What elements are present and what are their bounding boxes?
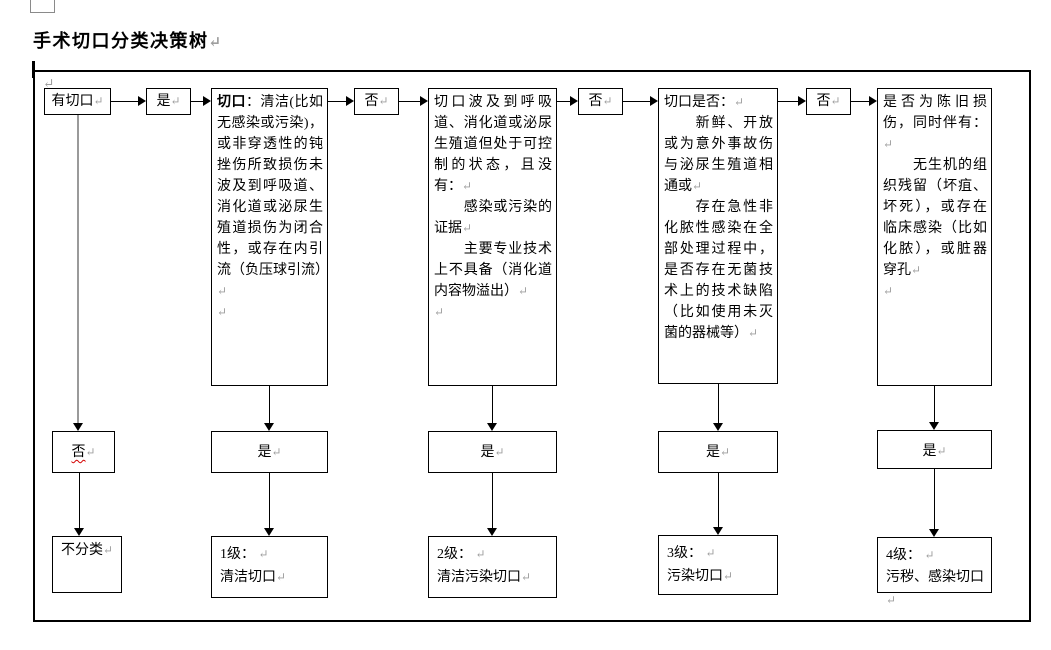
- arrowhead-right-icon: [138, 96, 146, 106]
- arrowhead-right-icon: [650, 96, 658, 106]
- level-4-name: 污秽、感染切口↵: [886, 570, 984, 607]
- arrowhead-down-icon: [264, 423, 274, 431]
- arrowhead-right-icon: [203, 96, 211, 106]
- flowchart-frame[interactable]: [33, 70, 1031, 622]
- arrow-yes-d1: [191, 101, 204, 102]
- level-2-label: 2级： ↵: [437, 547, 486, 562]
- arrow-d3-yes: [718, 384, 719, 423]
- level-1-label: 1级： ↵: [220, 547, 269, 562]
- arrowhead-right-icon: [420, 96, 428, 106]
- decision-box-1-bold: 切口: [217, 95, 246, 110]
- level-2-name: 清洁污染切口↵: [437, 570, 531, 585]
- decision-box-4[interactable]: 是否为陈旧损伤，同时伴有：↵ 无生机的组织残留（坏疽、坏死），或存在临床感染（比…: [877, 88, 992, 386]
- arrow-d2-no2: [557, 101, 571, 102]
- arrowhead-down-icon: [74, 528, 84, 536]
- node-no-1[interactable]: 否↵: [354, 88, 399, 115]
- decision-box-2[interactable]: 切口波及到呼吸道、消化道或泌尿生殖道但处于可控制的状态，且没有：↵ 感染或污染的…: [428, 88, 557, 386]
- arrowhead-down-icon: [929, 422, 939, 430]
- node-no-3[interactable]: 否↵: [806, 88, 851, 115]
- node-yes-2[interactable]: 是↵: [428, 431, 557, 473]
- arrowhead-down-icon: [713, 423, 723, 431]
- arrow-no1-d2: [399, 101, 421, 102]
- arrow-yes-level4: [934, 469, 935, 529]
- arrow-d1-no1: [328, 101, 347, 102]
- arrow-no-notclassified: [79, 473, 80, 528]
- page-title: 手术切口分类决策树↵: [33, 27, 223, 53]
- level-3-label: 3级： ↵: [667, 546, 716, 561]
- arrowhead-down-icon: [487, 528, 497, 536]
- arrowhead-right-icon: [346, 96, 354, 106]
- node-no-left-text: 否: [71, 445, 86, 460]
- cropped-box-fragment: [30, 0, 55, 13]
- arrowhead-down-icon: [929, 529, 939, 537]
- node-no-left[interactable]: 否↵: [52, 431, 115, 473]
- paragraph-mark: ↵: [43, 76, 55, 91]
- arrow-d3-no3: [778, 101, 799, 102]
- node-yes-3[interactable]: 是↵: [658, 431, 778, 473]
- arrowhead-right-icon: [570, 96, 578, 106]
- result-level-4[interactable]: 4级： ↵ 污秽、感染切口↵: [877, 537, 992, 607]
- arrow-d2-yes: [492, 386, 493, 423]
- arrowhead-down-icon: [487, 423, 497, 431]
- arrow-yes-level2: [492, 473, 493, 528]
- arrowhead-down-icon: [264, 528, 274, 536]
- arrowhead-right-icon: [869, 96, 877, 106]
- paragraph-mark: ↵: [208, 34, 223, 51]
- arrow-no3-d4: [851, 101, 870, 102]
- node-yes-1[interactable]: 是↵: [211, 431, 328, 473]
- arrow-d4-yes: [934, 386, 935, 422]
- level-3-name: 污染切口↵: [667, 569, 733, 584]
- level-4-label: 4级： ↵: [886, 548, 935, 563]
- arrow-d1-yes: [269, 386, 270, 423]
- result-level-3[interactable]: 3级： ↵ 污染切口↵: [658, 535, 778, 595]
- node-yes-top[interactable]: 是↵: [146, 88, 191, 115]
- arrow-yes-level1: [269, 473, 270, 528]
- decision-box-1[interactable]: 切口：清洁(比如无感染或污染)，或非穿透性的钝挫伤所致损伤未波及到呼吸道、消化道…: [211, 88, 329, 386]
- arrowhead-down-icon: [713, 527, 723, 535]
- result-level-2[interactable]: 2级： ↵ 清洁污染切口↵: [428, 536, 557, 598]
- node-no-2[interactable]: 否↵: [578, 88, 623, 115]
- decision-box-1-text: ：清洁(比如无感染或污染)，或非穿透性的钝挫伤所致损伤未波及到呼吸道、消化道或泌…: [217, 95, 329, 319]
- paragraph-mark: ↵: [85, 445, 96, 459]
- result-not-classified[interactable]: 不分类↵: [52, 536, 122, 593]
- arrow-no2-d3: [623, 101, 651, 102]
- arrowhead-down-icon: [73, 423, 83, 431]
- result-level-1[interactable]: 1级： ↵ 清洁切口↵: [211, 536, 328, 598]
- page-title-text: 手术切口分类决策树: [33, 31, 209, 51]
- arrowhead-right-icon: [798, 96, 806, 106]
- node-start[interactable]: 有切口↵: [44, 88, 111, 115]
- text-cursor-caret: [32, 61, 35, 78]
- node-yes-4[interactable]: 是↵: [877, 430, 992, 469]
- level-1-name: 清洁切口↵: [220, 570, 286, 585]
- decision-box-3[interactable]: 切口是否：↵ 新鲜、开放或为意外事故伤与泌尿生殖道相通或↵ 存在急性非化脓性感染…: [658, 88, 778, 384]
- arrow-start-yes: [111, 101, 139, 102]
- arrow-start-no: [77, 115, 79, 423]
- arrow-yes-level3: [718, 473, 719, 527]
